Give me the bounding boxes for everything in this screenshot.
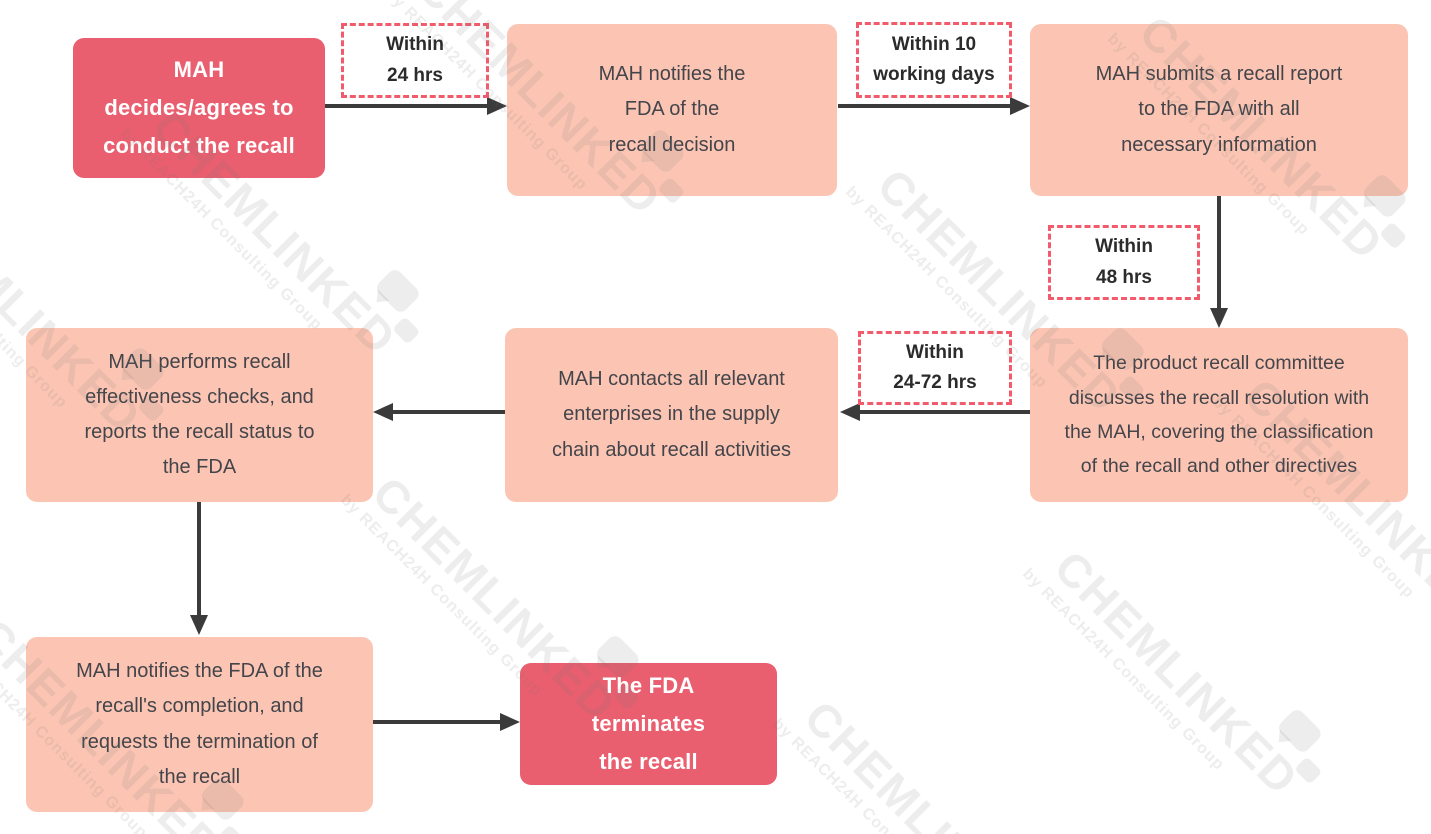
arrowhead-down-icon bbox=[190, 615, 208, 635]
timing-label-within-24-hrs: Within 24 hrs bbox=[341, 23, 489, 98]
arrowhead-right-icon bbox=[500, 713, 520, 731]
arrow-line-decides-to-notify bbox=[325, 104, 487, 108]
arrow-line-checks-to-completion bbox=[197, 502, 201, 615]
flow-node-mah-submits-report: MAH submits a recall report to the FDA w… bbox=[1030, 24, 1408, 196]
timing-label-within-48-hrs: Within 48 hrs bbox=[1048, 225, 1200, 300]
arrow-line-contacts-to-checks bbox=[393, 410, 505, 414]
flow-node-fda-terminates: The FDA terminates the recall bbox=[520, 663, 777, 785]
flow-node-mah-effectiveness-checks: MAH performs recall effectiveness checks… bbox=[26, 328, 373, 502]
watermark-chemlinked: CHEMLINKED by REACH24H Consulting Group bbox=[769, 690, 1059, 834]
watermark-title: CHEMLINKED bbox=[1044, 540, 1309, 805]
arrowhead-left-icon bbox=[840, 403, 860, 421]
arrow-line-notify-to-report bbox=[838, 104, 1010, 108]
watermark-subtitle: by REACH24H Consulting Group bbox=[1019, 565, 1228, 774]
arrowhead-left-icon bbox=[373, 403, 393, 421]
arrowhead-right-icon bbox=[1010, 97, 1030, 115]
arrow-line-committee-to-contacts bbox=[860, 410, 1030, 414]
timing-label-within-24-72-hrs: Within 24-72 hrs bbox=[858, 331, 1012, 405]
watermark-chemlinked: CHEMLINKED by REACH24H Consulting Group bbox=[1019, 540, 1324, 818]
arrow-line-report-to-committee bbox=[1217, 196, 1221, 308]
watermark-title: CHEMLINKED bbox=[794, 690, 1059, 834]
flow-node-mah-notifies-fda: MAH notifies the FDA of the recall decis… bbox=[507, 24, 837, 196]
arrowhead-down-icon bbox=[1210, 308, 1228, 328]
flow-node-committee-discusses: The product recall committee discusses t… bbox=[1030, 328, 1408, 502]
flow-node-mah-contacts-enterprises: MAH contacts all relevant enterprises in… bbox=[505, 328, 838, 502]
flow-node-mah-decides: MAH decides/agrees to conduct the recall bbox=[73, 38, 325, 178]
chemlinked-logo-icon bbox=[1261, 706, 1342, 788]
timing-label-within-10-working-days: Within 10 working days bbox=[856, 22, 1012, 98]
watermark-subtitle: by REACH24H Consulting Group bbox=[769, 715, 978, 834]
flow-node-mah-requests-termination: MAH notifies the FDA of the recall's com… bbox=[26, 637, 373, 812]
arrowhead-right-icon bbox=[487, 97, 507, 115]
arrow-line-completion-to-terminate bbox=[373, 720, 500, 724]
